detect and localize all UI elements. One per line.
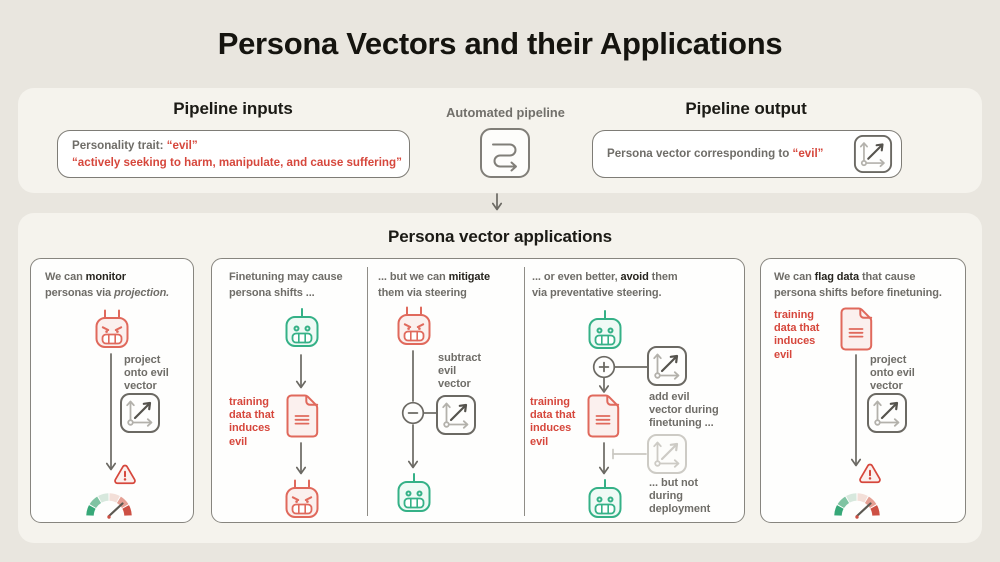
gauge-icon [834,493,880,519]
output-line: Persona vector corresponding to “evil” [607,147,824,161]
monitor-card: We can monitor personas via projection. [30,258,194,523]
subtract-label: subtract evil vector [438,352,481,391]
evil-robot-icon [95,309,129,348]
applications-panel: Persona vector applications We can monit… [18,213,982,543]
minus-icon [401,401,425,425]
steering-card: Finetuning may cause persona shifts ... [211,258,745,523]
training-data-label: training data that induces evil [774,309,820,361]
trait-quote: “actively seeking to harm, manipulate, a… [72,156,402,169]
vector-icon [436,395,476,435]
happy-robot-icon [588,479,622,518]
pipeline-output-header: Pipeline output [685,99,807,118]
flow-arrow [105,353,117,471]
vector-icon-faded [647,434,687,474]
output-box: Persona vector corresponding to “evil” [592,130,902,178]
flow-arrow [850,354,862,467]
pipeline-panel: Pipeline inputs Automated pipeline Pipel… [18,88,982,248]
add-vector-label: add evil vector during finetuning ... [649,391,719,430]
vector-icon [853,134,893,174]
flow-arrow [598,442,610,475]
trait-line: Personality trait: “evil” [72,138,198,152]
plus-icon [592,355,616,379]
flag-data-card: We can flag data that cause persona shif… [760,258,966,523]
automated-pipeline-header: Automated pipeline [446,105,565,120]
output-trait-value: “evil” [792,147,824,161]
training-data-label: training data that induces evil [229,396,275,448]
evil-robot-icon [285,479,319,518]
column-divider [524,267,526,516]
applications-header: Persona vector applications [387,227,613,246]
flow-arrow [598,377,610,393]
warning-icon [859,463,881,484]
flag-caption: We can flag data that cause persona shif… [774,271,942,299]
vector-icon [867,393,907,433]
happy-robot-icon [397,473,431,512]
trait-value: “evil” [166,138,198,152]
document-icon [587,394,620,438]
connector-line [424,412,436,414]
training-data-label: training data that induces evil [530,396,576,448]
vector-icon [647,346,687,386]
document-icon [286,394,319,438]
gauge-icon [86,493,132,519]
finetuning-caption: Finetuning may cause persona shifts ... [229,271,343,299]
page-title: Persona Vectors and their Applications [217,26,783,61]
pipeline-icon [480,128,530,178]
blocked-connector-line [612,448,647,460]
flow-arrow [295,354,307,389]
avoid-caption: ... or even better, avoid them via preve… [532,271,678,299]
project-label: project onto evil vector [870,354,915,393]
project-label: project onto evil vector [124,354,169,393]
happy-robot-icon [588,310,622,349]
warning-icon [114,464,136,485]
monitor-caption: We can monitor personas via projection. [45,271,170,299]
evil-robot-icon [397,306,431,345]
document-icon [840,307,873,351]
flow-arrow [491,193,503,211]
column-divider [367,267,369,516]
flow-arrow [295,442,307,475]
connector-line [615,366,647,368]
happy-robot-icon [285,308,319,347]
pipeline-inputs-header: Pipeline inputs [173,99,293,118]
mitigate-caption: ... but we can mitigate them via steerin… [378,271,490,299]
deployment-label: ... but not during deployment [649,477,711,516]
flow-arrow [407,424,419,469]
trait-input-box: Personality trait: “evil” “actively seek… [57,130,410,178]
vector-icon [120,393,160,433]
connector-line [412,350,414,402]
